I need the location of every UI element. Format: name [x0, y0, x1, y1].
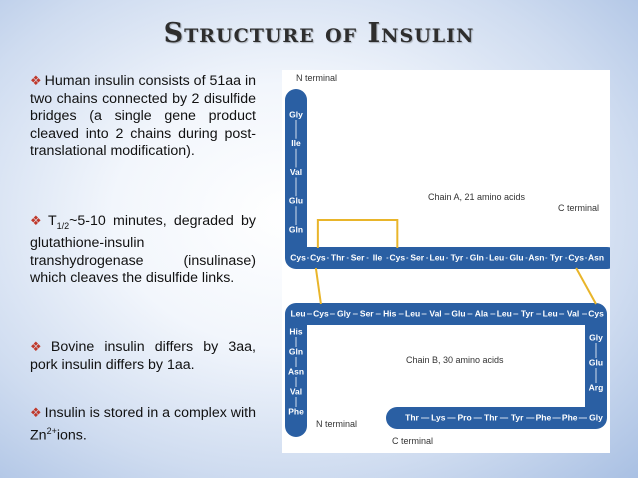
chain-b-residue: Phe — [536, 412, 552, 422]
chain-b-residue: Leu — [290, 308, 305, 318]
n-terminal-b-label: N terminal — [316, 419, 358, 429]
chain-a-residue: Thr — [331, 252, 345, 262]
n-terminal-a-label: N terminal — [296, 73, 338, 83]
chain-b-residue: Arg — [589, 382, 604, 392]
bullet-text: Human insulin consists of 51aa in two ch… — [30, 73, 257, 159]
chain-a-residue: Gln — [289, 224, 303, 234]
chain-b-residue: Cys — [588, 308, 604, 318]
diamond-bullet-icon: ❖ — [30, 405, 42, 420]
chain-b-residue: Val — [567, 308, 579, 318]
chain-b-residue: Glu — [589, 357, 603, 367]
bullet-half-life: ❖T1/2~5-10 minutes, degraded by glutathi… — [30, 212, 256, 288]
inter-chain-disulfide-bond — [575, 267, 597, 305]
bullet-text: Insulin is stored in a complex with Zn — [30, 405, 256, 444]
chain-b-residue: Gly — [589, 412, 603, 422]
chain-b-residue: Tyr — [521, 308, 534, 318]
bullet-text: Bovine insulin differs by 3aa, pork insu… — [30, 339, 257, 373]
chain-b-residue: Val — [290, 386, 302, 396]
intra-chain-disulfide-bond — [316, 219, 399, 248]
chain-b-residue: Asn — [288, 366, 304, 376]
chain-b-residue: Gln — [289, 346, 303, 356]
chain-b-residue: His — [289, 326, 303, 336]
half-life-symbol: T — [47, 213, 57, 229]
chain-b-residue: His — [383, 308, 397, 318]
half-life-subscript: 1/2 — [56, 220, 70, 231]
chain-a-residue: Cys — [568, 252, 584, 262]
chain-a-residue: Gly — [289, 109, 303, 119]
chain-a-residue: Asn — [528, 252, 544, 262]
chain-a-residue: Cys — [390, 252, 406, 262]
chain-a-residue: Ser — [410, 252, 424, 262]
diamond-bullet-icon: ❖ — [30, 339, 48, 354]
inter-chain-disulfide-bond — [314, 267, 322, 305]
chain-a-residue: Tyr — [550, 252, 563, 262]
chain-b-residue: Gly — [337, 308, 351, 318]
bullet-zinc-storage: ❖Insulin is stored in a complex with Zn2… — [30, 404, 256, 445]
chain-b-residue: Leu — [497, 308, 512, 318]
chain-b-residue: Thr — [484, 412, 498, 422]
chain-b-residue: Cys — [313, 308, 329, 318]
chain-b-residue: Glu — [451, 308, 465, 318]
chain-b-residue: Ser — [360, 308, 374, 318]
chain-a-residue: Asn — [588, 252, 604, 262]
zinc-charge: 2+ — [46, 425, 57, 436]
chain-b-residue: Ala — [475, 308, 489, 318]
chain-b-band — [285, 303, 607, 437]
chain-a-residue: Ser — [351, 252, 365, 262]
chain-a-residue: Glu — [289, 196, 303, 206]
chain-b-residue: Pro — [457, 412, 471, 422]
c-terminal-b-label: C terminal — [392, 436, 434, 446]
chain-a-residue: Cys — [310, 252, 326, 262]
chain-b-residue: Phe — [562, 412, 578, 422]
chain-a-band — [285, 89, 610, 269]
chain-a-residue: Ile — [291, 138, 301, 148]
chain-a-residue: Leu — [489, 252, 504, 262]
chain-a-residue: Cys — [290, 252, 306, 262]
chain-b-residue: Leu — [405, 308, 420, 318]
chain-a-residue: Tyr — [451, 252, 464, 262]
chain-b-residue: Phe — [288, 406, 304, 416]
slide-title: Structure of Insulin — [163, 18, 475, 49]
chain-a-residue: Ile — [373, 252, 383, 262]
bullet-human-insulin: ❖Human insulin consists of 51aa in two c… — [30, 72, 256, 161]
chain-b-residue: Tyr — [511, 412, 524, 422]
chain-b-residue: Val — [429, 308, 441, 318]
bullet-text: ~5-10 minutes, degraded by glutathione-i… — [30, 213, 257, 287]
chain-a-residue: Gln — [470, 252, 484, 262]
chain-a-residue: Val — [290, 167, 302, 177]
chain-b-residue: Lys — [431, 412, 446, 422]
chain-b-residue: Thr — [405, 412, 419, 422]
diamond-bullet-icon: ❖ — [30, 73, 42, 88]
bullet-species-difference: ❖Bovine insulin differs by 3aa, pork ins… — [30, 338, 256, 374]
chain-a-residue: Leu — [430, 252, 445, 262]
c-terminal-a-label: C terminal — [558, 203, 600, 213]
chain-b-residue: Leu — [543, 308, 558, 318]
chain-a-residue: Glu — [509, 252, 523, 262]
chain-b-label: Chain B, 30 amino acids — [406, 355, 504, 365]
chain-b-residue: Gly — [589, 332, 603, 342]
diamond-bullet-icon: ❖ — [30, 213, 45, 228]
bullet-text-end: ions. — [56, 427, 87, 444]
chain-a-label: Chain A, 21 amino acids — [428, 192, 526, 202]
